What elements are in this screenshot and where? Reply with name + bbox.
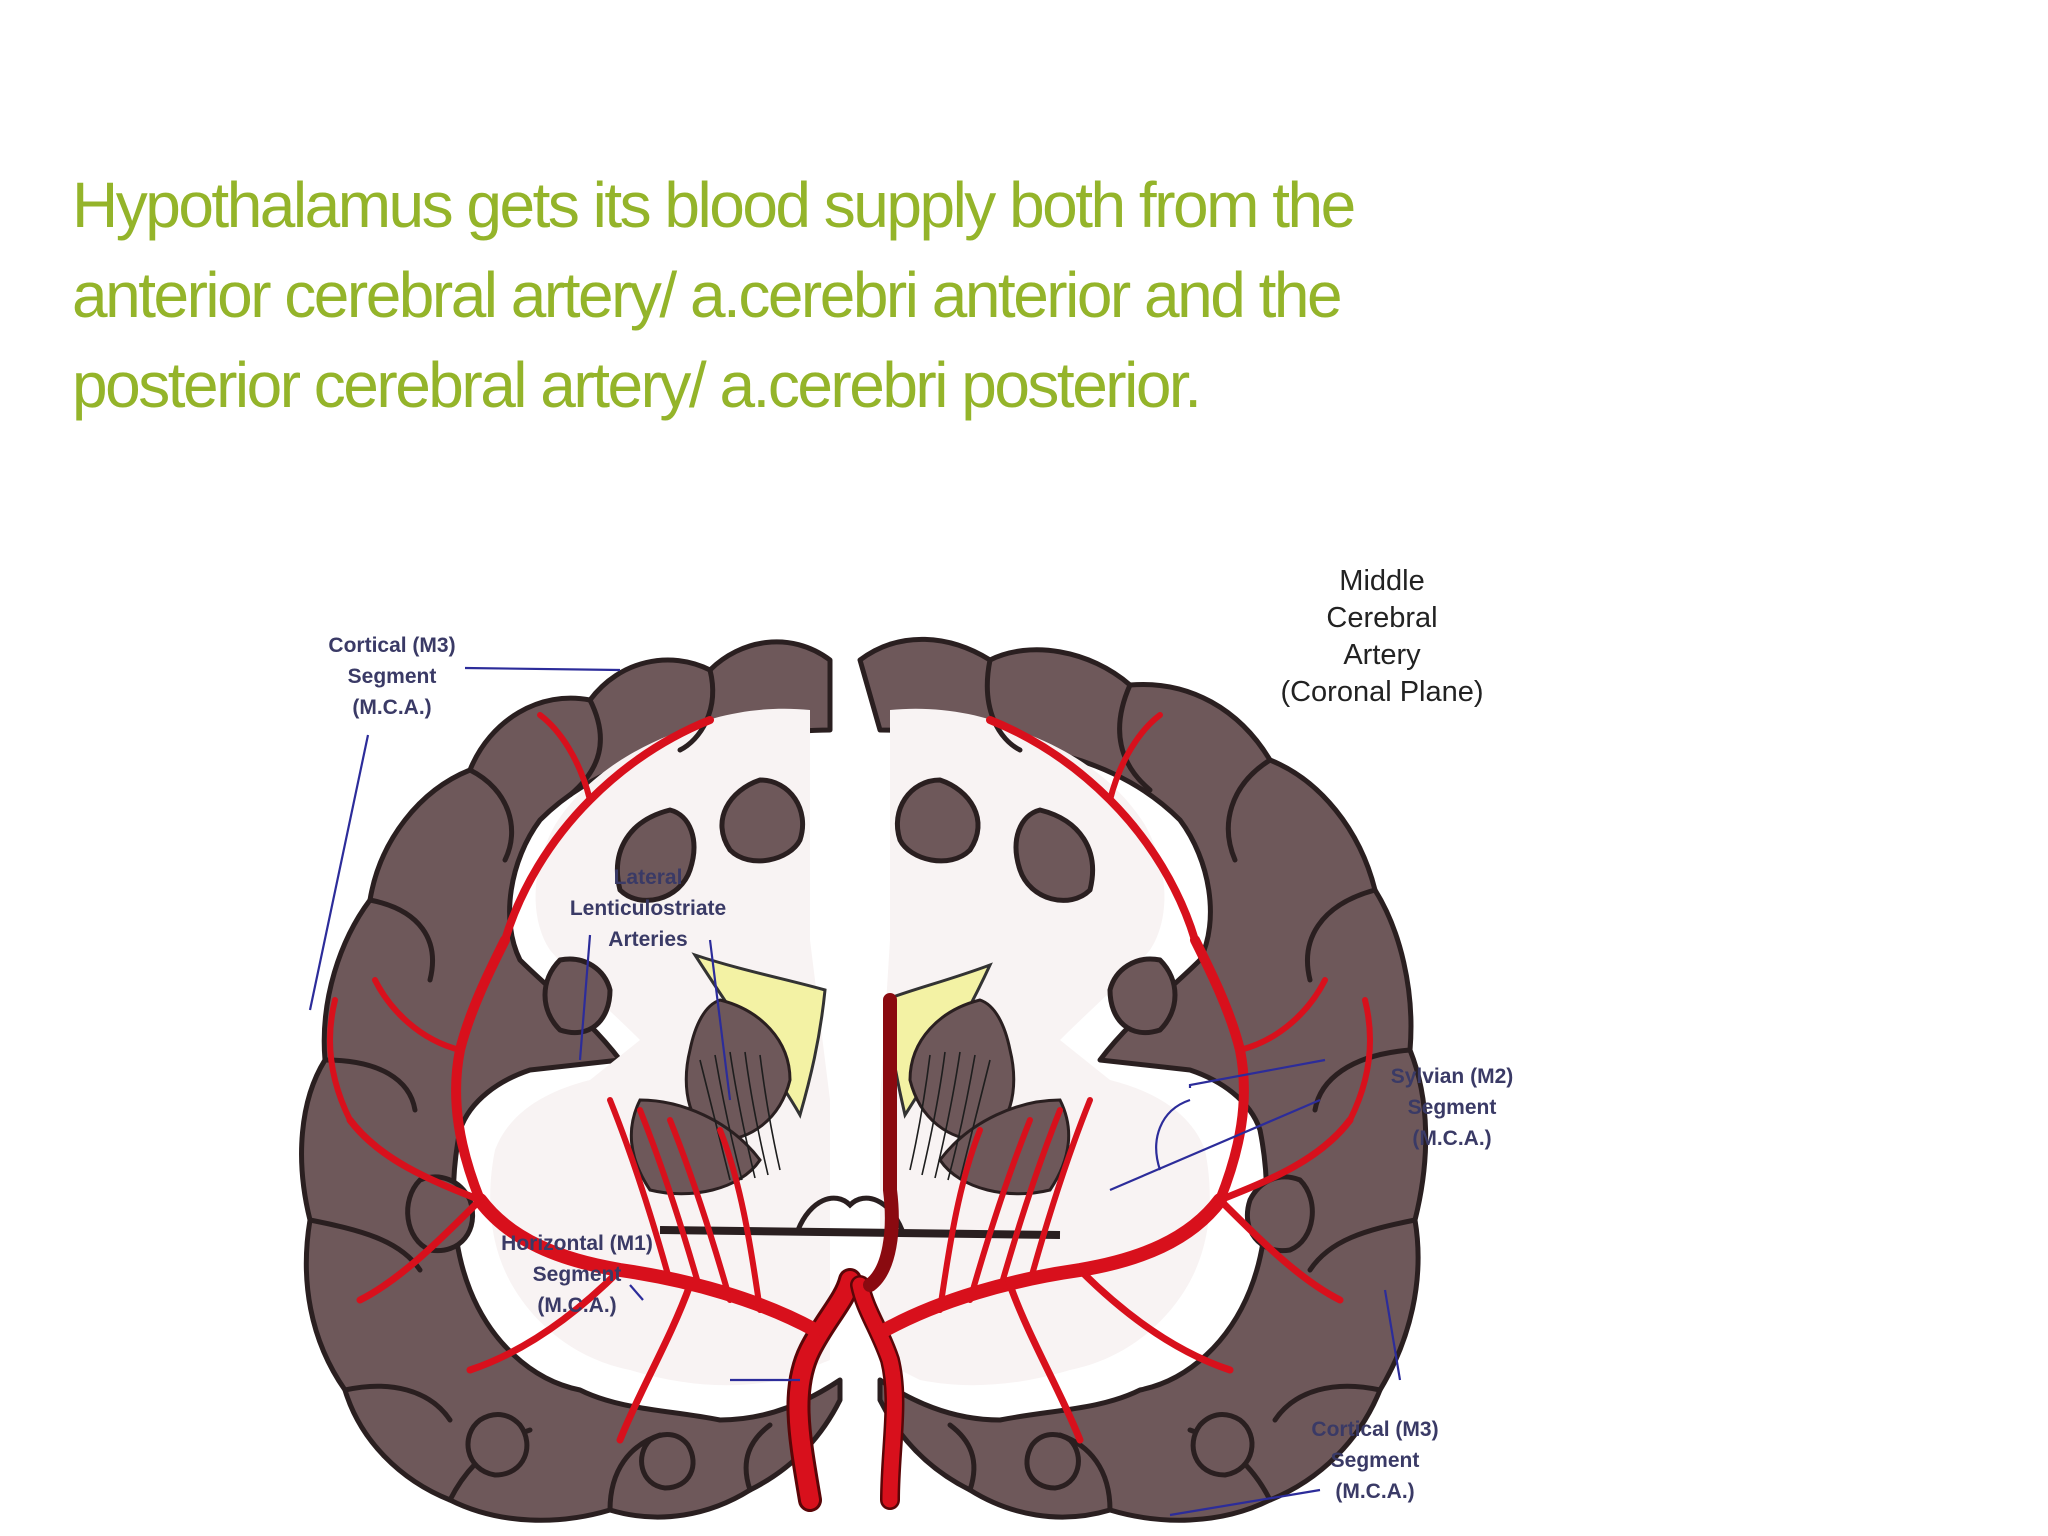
slide-title: Hypothalamus gets its blood supply both … [72, 160, 1592, 430]
right-sulci [947, 657, 1418, 1513]
cortical-left-line-3: (M.C.A.) [352, 696, 431, 719]
horizontal-line-2: Segment [533, 1263, 622, 1286]
leader-lines [308, 666, 1402, 1517]
right-white-matter [880, 708, 1210, 1386]
label-lenticulostriate: Lateral Lenticulostriate Arteries [570, 866, 726, 951]
sylvian-line-3: (M.C.A.) [1412, 1127, 1491, 1150]
corpus-callosum-floor [659, 1226, 1061, 1239]
mca-coronal-diagram: Middle Cerebral Artery (Coronal Plane) C… [290, 540, 1570, 1536]
sylvian-line-2: Segment [1408, 1096, 1497, 1119]
anterior-cerebral-artery [863, 993, 899, 1292]
cortical-right-line-3: (M.C.A.) [1335, 1480, 1414, 1503]
title-line-2: anterior cerebral artery/ a.cerebri ante… [72, 259, 1343, 331]
title-line-3: posterior cerebral artery/ a.cerebri pos… [72, 349, 1202, 421]
lenticulostriate-line-1: Lateral [614, 866, 683, 889]
title-line-1: Hypothalamus gets its blood supply both … [72, 169, 1356, 241]
right-folds [894, 777, 1315, 1491]
arteries [327, 712, 1373, 1512]
right-hemisphere [857, 636, 1429, 1523]
left-folds [405, 777, 806, 1491]
mca-title-line-3: Artery [1343, 639, 1421, 671]
label-horizontal: Horizontal (M1) Segment (M.C.A.) [501, 1232, 653, 1317]
horizontal-line-3: (M.C.A.) [537, 1294, 616, 1317]
label-mca-title: Middle Cerebral Artery (Coronal Plane) [1280, 565, 1483, 708]
cortical-right-line-1: Cortical (M3) [1311, 1418, 1438, 1441]
sylvian-line-1: Sylvian (M2) [1391, 1065, 1514, 1088]
lenticulostriate-line-2: Lenticulostriate [570, 897, 726, 920]
mca-title-line-4: (Coronal Plane) [1280, 676, 1483, 708]
cortical-right-line-2: Segment [1331, 1449, 1420, 1472]
label-cortical-right: Cortical (M3) Segment (M.C.A.) [1311, 1418, 1438, 1503]
horizontal-line-1: Horizontal (M1) [501, 1232, 653, 1255]
mca-title-line-1: Middle [1339, 565, 1424, 597]
cortical-left-line-1: Cortical (M3) [328, 634, 455, 657]
label-sylvian: Sylvian (M2) Segment (M.C.A.) [1391, 1065, 1514, 1150]
lenticulostriate-line-3: Arteries [608, 928, 687, 951]
mca-title-line-2: Cerebral [1326, 602, 1437, 634]
striate-fibers [699, 1051, 991, 1181]
deep-structures [629, 952, 1071, 1239]
label-cortical-left: Cortical (M3) Segment (M.C.A.) [328, 634, 455, 719]
cortical-left-line-2: Segment [348, 665, 437, 688]
